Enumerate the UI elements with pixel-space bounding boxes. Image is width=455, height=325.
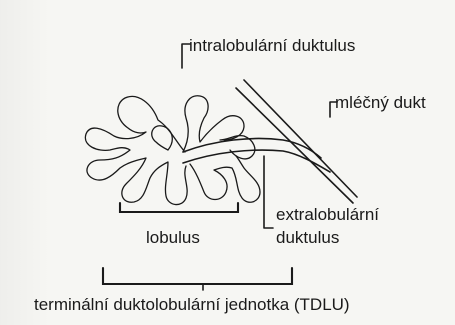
extralobular-pointer — [264, 156, 273, 228]
lobule-acini-lower — [190, 156, 260, 202]
extralobular-ductule-lower-wall — [183, 150, 330, 172]
lobule-acini — [85, 96, 187, 204]
milk-duct-label: mléčný dukt — [335, 93, 426, 112]
intralobular-ductule-label: intralobulární duktulus — [189, 36, 355, 55]
lobule-acini-mid — [152, 126, 173, 150]
tdlu-bracket — [103, 268, 292, 284]
extralobular-ductule-label-line2: duktulus — [276, 228, 339, 247]
tdlu-label: terminální duktolobulární jednotka (TDLU… — [34, 295, 350, 314]
lobulus-label: lobulus — [146, 228, 200, 247]
extralobular-ductule-label-line1: extralobulární — [276, 205, 379, 224]
